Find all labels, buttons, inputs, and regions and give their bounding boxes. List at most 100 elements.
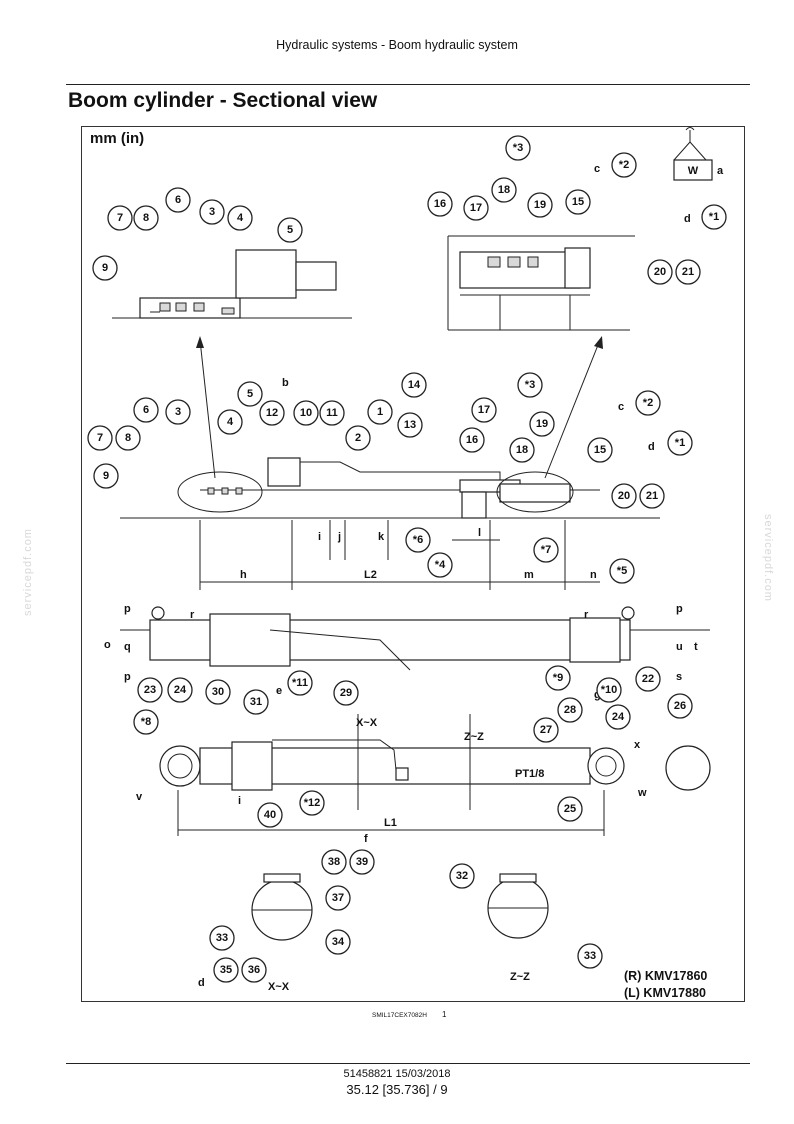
svg-text:30: 30 — [212, 686, 224, 698]
svg-text:22: 22 — [642, 673, 654, 685]
callout-11: 11 — [319, 400, 345, 426]
callout-6: 6 — [165, 187, 191, 213]
callout-star-8: *8 — [133, 709, 159, 735]
callout-star-2: *2 — [635, 390, 661, 416]
svg-text:*2: *2 — [643, 397, 653, 409]
callout-32: 32 — [449, 863, 475, 889]
callout-8: 8 — [115, 425, 141, 451]
svg-text:38: 38 — [328, 856, 340, 868]
dim-i-low: i — [238, 795, 241, 807]
dim-v: v — [136, 791, 143, 803]
svg-text:35: 35 — [220, 964, 232, 976]
callout-5: 5 — [277, 217, 303, 243]
svg-text:9: 9 — [102, 262, 108, 274]
dim-u: u — [676, 641, 683, 653]
svg-text:*1: *1 — [675, 437, 685, 449]
callout-19: 19 — [529, 411, 555, 437]
callout-8: 8 — [133, 205, 159, 231]
callout-star-2: *2 — [611, 152, 637, 178]
dim-d-top: d — [684, 213, 691, 225]
svg-text:40: 40 — [264, 809, 276, 821]
callout-21: 21 — [639, 483, 665, 509]
dim-n: n — [590, 569, 597, 581]
svg-text:*1: *1 — [709, 211, 719, 223]
svg-text:17: 17 — [478, 404, 490, 416]
svg-text:*10: *10 — [601, 684, 618, 696]
dim-f: f — [364, 833, 368, 845]
svg-text:27: 27 — [540, 724, 552, 736]
svg-text:*2: *2 — [619, 159, 629, 171]
svg-text:20: 20 — [654, 266, 666, 278]
callout-17: 17 — [463, 195, 489, 221]
figure-frame — [81, 126, 745, 1002]
dim-m: m — [524, 569, 534, 581]
svg-text:12: 12 — [266, 407, 278, 419]
dim-p-left-low: p — [124, 671, 131, 683]
dim-d-low: d — [198, 977, 205, 989]
callout-5: 5 — [237, 381, 263, 407]
callout-star-1: *1 — [701, 204, 727, 230]
dim-c-mid: c — [618, 401, 624, 413]
callout-35: 35 — [213, 957, 239, 983]
section-zz: Z~Z — [487, 873, 549, 983]
svg-text:24: 24 — [612, 711, 625, 723]
watermark-right: servicepdf.com — [762, 514, 774, 602]
detail-rod-side — [112, 249, 352, 319]
svg-text:36: 36 — [248, 964, 260, 976]
callout-star-3: *3 — [517, 372, 543, 398]
svg-text:32: 32 — [456, 870, 468, 882]
callout-24: 24 — [605, 704, 631, 730]
callout-star-1: *1 — [667, 430, 693, 456]
callout-27: 27 — [533, 717, 559, 743]
callout-star-4: *4 — [427, 552, 453, 578]
dim-l: l — [478, 527, 481, 539]
callout-40: 40 — [257, 802, 283, 828]
svg-text:37: 37 — [332, 892, 344, 904]
weight-label: W — [688, 165, 699, 177]
units-label: mm (in) — [90, 130, 145, 147]
dim-r-right: r — [584, 609, 589, 621]
svg-text:*3: *3 — [513, 142, 523, 154]
callout-1: 1 — [367, 399, 393, 425]
svg-text:34: 34 — [332, 936, 345, 948]
section-mark-x-top: X~X — [356, 717, 378, 729]
dim-c-top: c — [594, 163, 600, 175]
dim-p-right: p — [676, 603, 683, 615]
section-title: Boom cylinder - Sectional view — [68, 89, 378, 112]
header-rule — [66, 84, 750, 85]
callout-34: 34 — [325, 929, 351, 955]
svg-text:23: 23 — [144, 684, 156, 696]
callout-2: 2 — [345, 425, 371, 451]
callout-star-9: *9 — [545, 665, 571, 691]
svg-text:21: 21 — [682, 266, 694, 278]
callout-star-12: *12 — [299, 790, 325, 816]
svg-text:13: 13 — [404, 419, 416, 431]
svg-text:1: 1 — [377, 406, 383, 418]
section-label-zz: Z~Z — [510, 971, 530, 983]
svg-text:16: 16 — [466, 434, 478, 446]
callout-star-3: *3 — [505, 135, 531, 161]
svg-text:3: 3 — [209, 206, 215, 218]
callout-15: 15 — [565, 189, 591, 215]
svg-text:28: 28 — [564, 704, 576, 716]
svg-text:2: 2 — [355, 432, 361, 444]
callout-29: 29 — [333, 680, 359, 706]
callout-6: 6 — [133, 397, 159, 423]
svg-text:7: 7 — [97, 432, 103, 444]
model-number-right: (R) KMV17860 — [624, 969, 708, 983]
callout-22: 22 — [635, 666, 661, 692]
dim-k: k — [378, 531, 385, 543]
dim-j: j — [337, 531, 341, 543]
callout-star-6: *6 — [405, 527, 431, 553]
section-xx: X~X d — [198, 873, 313, 993]
svg-text:4: 4 — [227, 416, 234, 428]
figure-code: SMIL17CEX7082H — [372, 1012, 427, 1019]
callout-3: 3 — [165, 399, 191, 425]
svg-text:8: 8 — [143, 212, 149, 224]
svg-text:20: 20 — [618, 490, 630, 502]
callout-20: 20 — [611, 483, 637, 509]
dim-q: q — [124, 641, 131, 653]
svg-text:*3: *3 — [525, 379, 535, 391]
callout-25: 25 — [557, 796, 583, 822]
